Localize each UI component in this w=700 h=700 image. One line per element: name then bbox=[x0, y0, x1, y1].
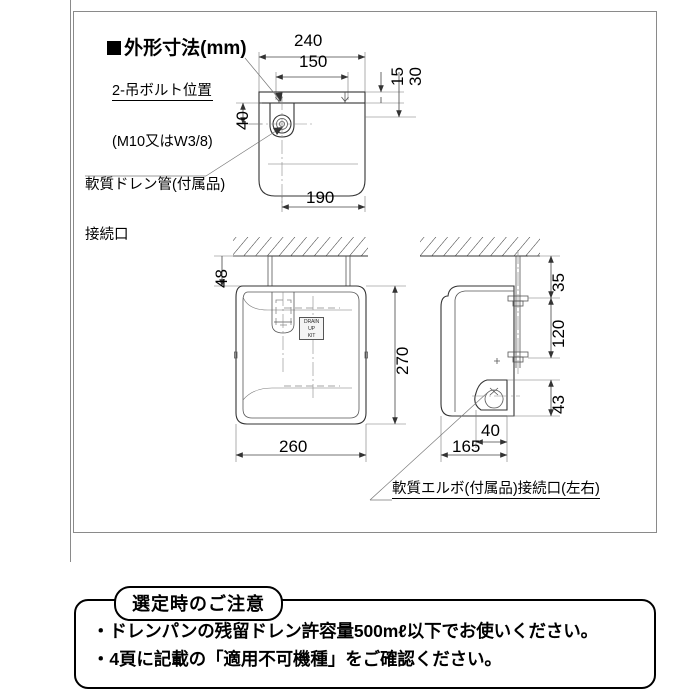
page-title: 外形寸法(mm) bbox=[86, 16, 247, 82]
notice-tab-label: 選定時のご注意 bbox=[114, 586, 283, 621]
dim-bolt-top-35: 35 bbox=[549, 273, 568, 292]
notice-item-list: ・ドレンパンの残留ドレン許容量500mℓ以下でお使いください。 ・4頁に記載の「… bbox=[92, 617, 598, 673]
dim-bolt-pitch-150: 150 bbox=[299, 52, 328, 71]
kit-line-2: UP bbox=[308, 326, 315, 332]
notice-item-1: ・ドレンパンの残留ドレン許容量500mℓ以下でお使いください。 bbox=[92, 621, 599, 641]
dim-bolt-span-120: 120 bbox=[549, 319, 568, 348]
label-hanger-bolt-position: 2-吊ボルト位置 (M10又はW3/8) bbox=[112, 50, 213, 184]
dim-drain-offset-40: 40 bbox=[233, 111, 252, 130]
drain-up-kit-nameplate: DRAIN UP KIT bbox=[299, 317, 324, 340]
label-drain-pipe-line1: 軟質ドレン管(付属品) bbox=[85, 177, 226, 194]
label-elbow-port: 軟質エルボ(付属品)接続口(左右) bbox=[392, 481, 600, 499]
square-bullet-icon bbox=[107, 40, 122, 55]
kit-line-3: KIT bbox=[307, 333, 316, 339]
page-left-rule bbox=[70, 0, 71, 562]
dim-hanger-48: 48 bbox=[212, 269, 231, 288]
dim-body-depth-190: 190 bbox=[306, 188, 335, 207]
kit-line-1: DRAIN bbox=[303, 319, 320, 325]
notice-item-2: ・4頁に記載の「適用不可機種」をご確認ください。 bbox=[92, 649, 502, 669]
page-title-text: 外形寸法(mm) bbox=[124, 37, 247, 59]
dim-height-270: 270 bbox=[393, 346, 412, 375]
dim-elbow-height-43: 43 bbox=[549, 395, 568, 414]
dim-top-width-240: 240 bbox=[294, 31, 323, 50]
dim-depth-165: 165 bbox=[452, 437, 481, 456]
dim-elbow-offset-40: 40 bbox=[481, 421, 500, 440]
dim-flange-15: 15 bbox=[388, 67, 407, 86]
dim-width-260: 260 bbox=[279, 437, 308, 456]
label-hanger-bolt-line1: 2-吊ボルト位置 bbox=[112, 83, 213, 102]
label-drain-pipe-line2: 接続口 bbox=[85, 227, 129, 244]
label-hanger-bolt-line2: (M10又はW3/8) bbox=[112, 134, 213, 151]
dim-flange-30: 30 bbox=[406, 67, 425, 86]
label-drain-pipe-port: 軟質ドレン管(付属品) 接続口 bbox=[85, 144, 225, 277]
